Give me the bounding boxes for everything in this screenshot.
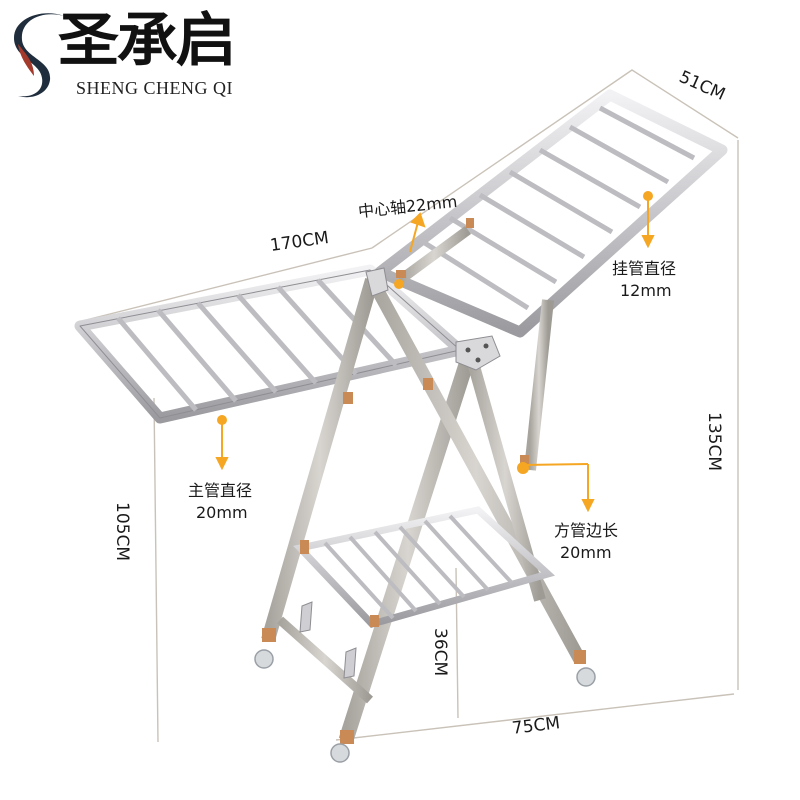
dimension-lines	[77, 69, 739, 743]
copper-joints	[262, 218, 586, 744]
dim-shelf-height: 36CM	[430, 628, 450, 677]
center-hinge	[365, 267, 501, 371]
annotation-arrows	[215, 191, 655, 513]
brand-name-cn: 圣承启	[58, 6, 237, 74]
s-swoosh-logo-icon	[14, 13, 64, 98]
foot-pedals	[299, 601, 357, 679]
dim-total-height: 135CM	[704, 412, 724, 471]
caster-wheels	[254, 649, 596, 763]
spec-square-tube-value: 20mm	[560, 543, 612, 562]
spec-square-tube: 方管边长 20mm	[554, 520, 618, 564]
spec-square-tube-label: 方管边长	[554, 521, 619, 540]
spec-hanging-tube-value: 12mm	[620, 281, 672, 300]
legs	[261, 225, 586, 743]
spec-hanging-tube-label: 挂管直径	[612, 259, 677, 278]
right-wing	[374, 89, 728, 338]
brand-name-en: SHENG CHENG QI	[76, 78, 233, 98]
dim-wing-height: 105CM	[112, 502, 132, 561]
spec-main-tube-label: 主管直径	[188, 481, 253, 500]
lower-shelf	[277, 506, 555, 704]
spec-main-tube: 主管直径 20mm	[188, 480, 252, 524]
spec-hanging-tube: 挂管直径 12mm	[612, 258, 676, 302]
spec-main-tube-value: 20mm	[196, 503, 248, 522]
